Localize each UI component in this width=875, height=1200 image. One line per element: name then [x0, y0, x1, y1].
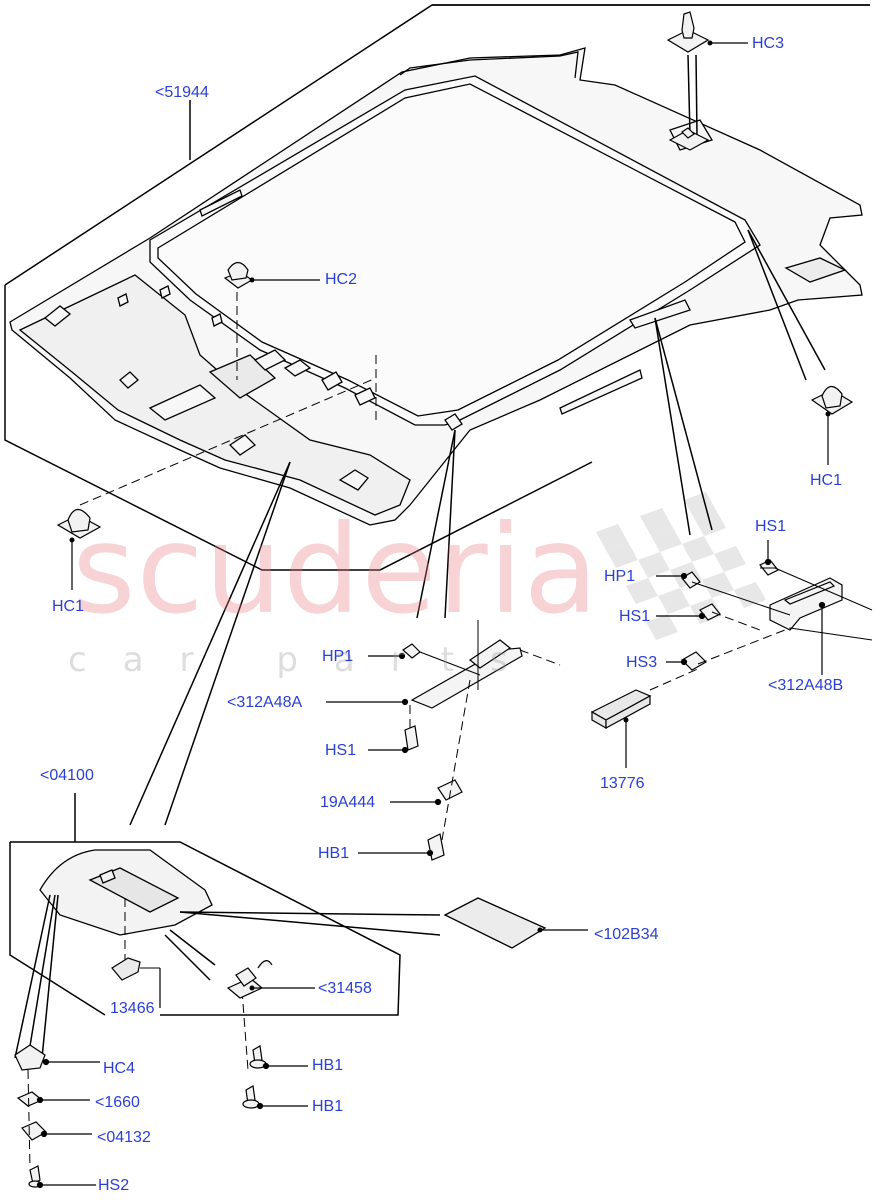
hc1-right-clip-icon[interactable]	[810, 385, 854, 415]
callout-hc4[interactable]: HC4	[103, 1060, 136, 1077]
callout-lamp[interactable]: 13776	[600, 775, 645, 792]
callout-hb1-lower-2[interactable]: HB1	[312, 1098, 344, 1115]
callout-1660[interactable]: <1660	[95, 1094, 140, 1111]
callout-hc3[interactable]: HC3	[752, 35, 785, 52]
callout-hs1-right-top[interactable]: HS1	[755, 518, 787, 535]
hc2-clip-icon[interactable]	[223, 261, 254, 289]
lamp-13776-icon[interactable]	[590, 689, 652, 730]
callout-visor-lamp[interactable]: 13466	[110, 1000, 155, 1017]
leader-lines	[129, 54, 826, 826]
hinge-parts-icon[interactable]	[14, 1044, 47, 1188]
headlining-clip-lines	[79, 292, 377, 506]
visor-lamp-icon[interactable]	[111, 957, 141, 981]
callout-hs1-right[interactable]: HS1	[619, 608, 651, 625]
callout-hp1-left[interactable]: HP1	[322, 648, 354, 665]
bracket-left-lines	[409, 620, 561, 841]
callout-bracket-right[interactable]: <312A48B	[768, 677, 844, 694]
callout-hs2[interactable]: HS2	[98, 1177, 130, 1194]
hinge-lines	[27, 1069, 31, 1169]
callout-hs3[interactable]: HS3	[626, 654, 658, 671]
hb1-lower-screws-icon[interactable]	[242, 1045, 267, 1109]
hc3-clip-icon[interactable]	[666, 11, 710, 151]
callout-19a444[interactable]: 19A444	[320, 794, 376, 811]
callout-hc1-left[interactable]: HC1	[52, 598, 85, 615]
callout-visor-bracket[interactable]: <31458	[318, 980, 372, 997]
bracket-right-callout-lines	[656, 540, 826, 675]
visor-bracket-icon[interactable]	[226, 960, 273, 999]
callout-hp1-right[interactable]: HP1	[604, 568, 636, 585]
bracket-left-callout-lines	[326, 652, 442, 857]
callout-hb1-center[interactable]: HB1	[318, 845, 350, 862]
callout-mirror-cover[interactable]: <102B34	[594, 926, 659, 943]
sunvisor-lines	[14, 894, 441, 1071]
headlining-group-outline	[4, 4, 870, 571]
watermark-checker-flag	[596, 492, 766, 640]
callout-hc2[interactable]: HC2	[325, 271, 358, 288]
callout-headlining[interactable]: <51944	[155, 84, 209, 101]
sunvisor-panel[interactable]	[39, 849, 213, 936]
mirror-cover-icon[interactable]	[443, 897, 547, 949]
callout-bracket-left[interactable]: <312A48A	[227, 694, 303, 711]
sunvisor-group-outline	[9, 793, 401, 1016]
hc1-left-clip-icon[interactable]	[56, 508, 102, 539]
bracket-right-lines	[691, 567, 873, 665]
callout-04132[interactable]: <04132	[97, 1129, 151, 1146]
hinge-callout-lines	[36, 1058, 100, 1189]
hb1-lower-callout-lines	[256, 1062, 308, 1110]
callout-sunvisor[interactable]: <04100	[40, 767, 94, 784]
bracket-left-assembly[interactable]	[402, 639, 523, 861]
callout-hs1-left[interactable]: HS1	[325, 742, 357, 759]
bracket-right-assembly[interactable]	[681, 559, 843, 671]
headlining-panel[interactable]	[9, 47, 863, 526]
callout-hc1-right[interactable]: HC1	[810, 472, 843, 489]
callout-hb1-lower-1[interactable]: HB1	[312, 1057, 344, 1074]
